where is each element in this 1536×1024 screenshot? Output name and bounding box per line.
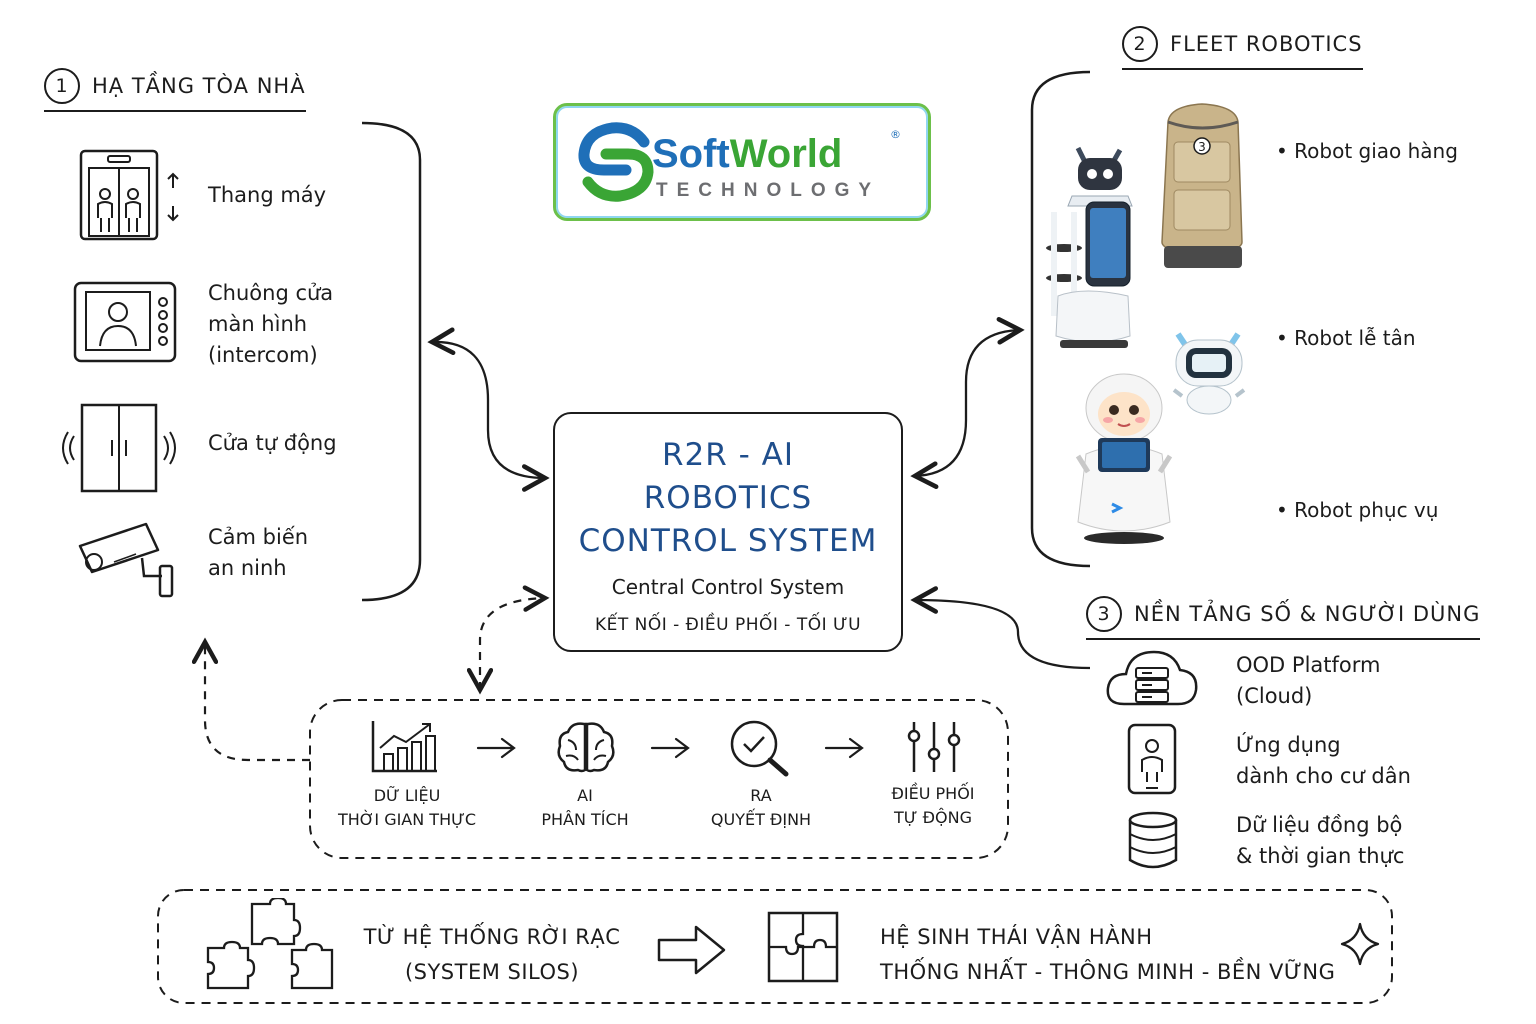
cloud-server-icon xyxy=(1106,650,1198,706)
section-number-badge: 3 xyxy=(1086,596,1122,632)
magnifier-check-icon xyxy=(730,720,789,777)
delivery-robot-badge: 3 xyxy=(1198,140,1206,154)
label-security-sensor: Cảm biến an ninh xyxy=(208,525,309,580)
arrow-pipeline-infrastructure xyxy=(205,642,310,762)
arrow-pipeline-center xyxy=(480,598,545,690)
mobile-app-icon xyxy=(1127,723,1177,795)
intercom-icon xyxy=(73,281,177,363)
label-resident-app: Ứng dụng dành cho cư dân xyxy=(1236,733,1411,788)
pipeline-step-data: DỮ LIỆU THỜI GIAN THỰC xyxy=(337,786,477,829)
logo-registered-mark: ® xyxy=(890,128,901,141)
delivery-robot-icon: 3 xyxy=(1161,103,1243,268)
right-bracket xyxy=(1030,70,1091,568)
central-control-box: R2R - AI ROBOTICS CONTROL SYSTEM Central… xyxy=(553,412,903,652)
label-intercom: Chuông cửa màn hình (intercom) xyxy=(208,281,334,367)
center-tagline: KẾT NỐI - ĐIỀU PHỐI - TỐI ƯU xyxy=(594,615,862,635)
pipeline-step-ai: AI PHÂN TÍCH xyxy=(541,786,629,829)
elevator-icon xyxy=(79,149,179,241)
label-ood-platform: OOD Platform (Cloud) xyxy=(1236,653,1381,708)
label-sync-data: Dữ liệu đồng bộ & thời gian thực xyxy=(1236,813,1405,868)
reception-robot-small-icon xyxy=(1172,332,1246,415)
bullet-reception-robot: • Robot lễ tân xyxy=(1276,326,1416,350)
arrow-infrastructure-center xyxy=(432,342,545,478)
sliders-icon xyxy=(907,722,961,772)
logo-world: World xyxy=(729,132,843,176)
bottom-from-text: TỪ HỆ THỐNG RỜI RẠC (SYSTEM SILOS) xyxy=(363,925,621,984)
bullet-delivery-robot: • Robot giao hàng xyxy=(1276,139,1458,163)
label-elevator: Thang máy xyxy=(208,183,327,207)
section-title-text: HẠ TẦNG TÒA NHÀ xyxy=(92,74,306,98)
database-icon xyxy=(1128,811,1178,869)
label-automatic-door: Cửa tự động xyxy=(208,431,337,455)
section-number-badge: 2 xyxy=(1122,26,1158,62)
bottom-to-text: HỆ SINH THÁI VẬN HÀNH THỐNG NHẤT - THÔNG… xyxy=(880,925,1336,984)
softworld-swirl-icon xyxy=(578,122,654,202)
logo-soft: Soft xyxy=(652,132,730,176)
section-title-text: FLEET ROBOTICS xyxy=(1170,32,1363,56)
section-infrastructure-title: 1 HẠ TẦNG TÒA NHÀ xyxy=(44,68,306,112)
section-fleet-title: 2 FLEET ROBOTICS xyxy=(1122,26,1363,70)
logo-subtitle: TECHNOLOGY xyxy=(656,180,881,201)
section-platform-title: 3 NỀN TẢNG SỐ & NGƯỜI DÙNG xyxy=(1086,596,1481,640)
left-bracket xyxy=(361,121,422,602)
section-title-text: NỀN TẢNG SỐ & NGƯỜI DÙNG xyxy=(1134,602,1481,626)
security-camera-icon xyxy=(78,522,174,598)
chart-growth-icon xyxy=(371,721,437,773)
center-subtitle: Central Control System xyxy=(611,575,845,599)
reception-robot-icon xyxy=(1075,373,1173,544)
pipeline-step-arrows xyxy=(476,737,864,759)
bullet-service-robot: • Robot phục vụ xyxy=(1276,498,1439,522)
section-number-badge: 1 xyxy=(44,68,80,104)
center-title: R2R - AI ROBOTICS CONTROL SYSTEM xyxy=(578,437,878,559)
pipeline-step-decision: RA QUYẾT ĐỊNH xyxy=(710,786,812,829)
scattered-puzzle-icon xyxy=(206,898,334,990)
softworld-logo: SoftWorld ® TECHNOLOGY xyxy=(553,103,931,221)
automatic-door-icon xyxy=(62,403,176,493)
bottom-frame xyxy=(157,889,1393,1004)
sparkle-icon xyxy=(1340,922,1380,966)
brain-icon xyxy=(557,722,615,773)
arrow-center-fleet xyxy=(915,330,1020,476)
arrow-platform-center xyxy=(915,600,1091,670)
pipeline-step-orchestrate: ĐIỀU PHỐI TỰ ĐỘNG xyxy=(891,784,975,827)
service-robot-icon xyxy=(1046,146,1133,348)
transition-arrow-icon xyxy=(657,925,726,975)
pipeline-frame xyxy=(309,699,1009,859)
assembled-puzzle-icon xyxy=(767,911,839,983)
